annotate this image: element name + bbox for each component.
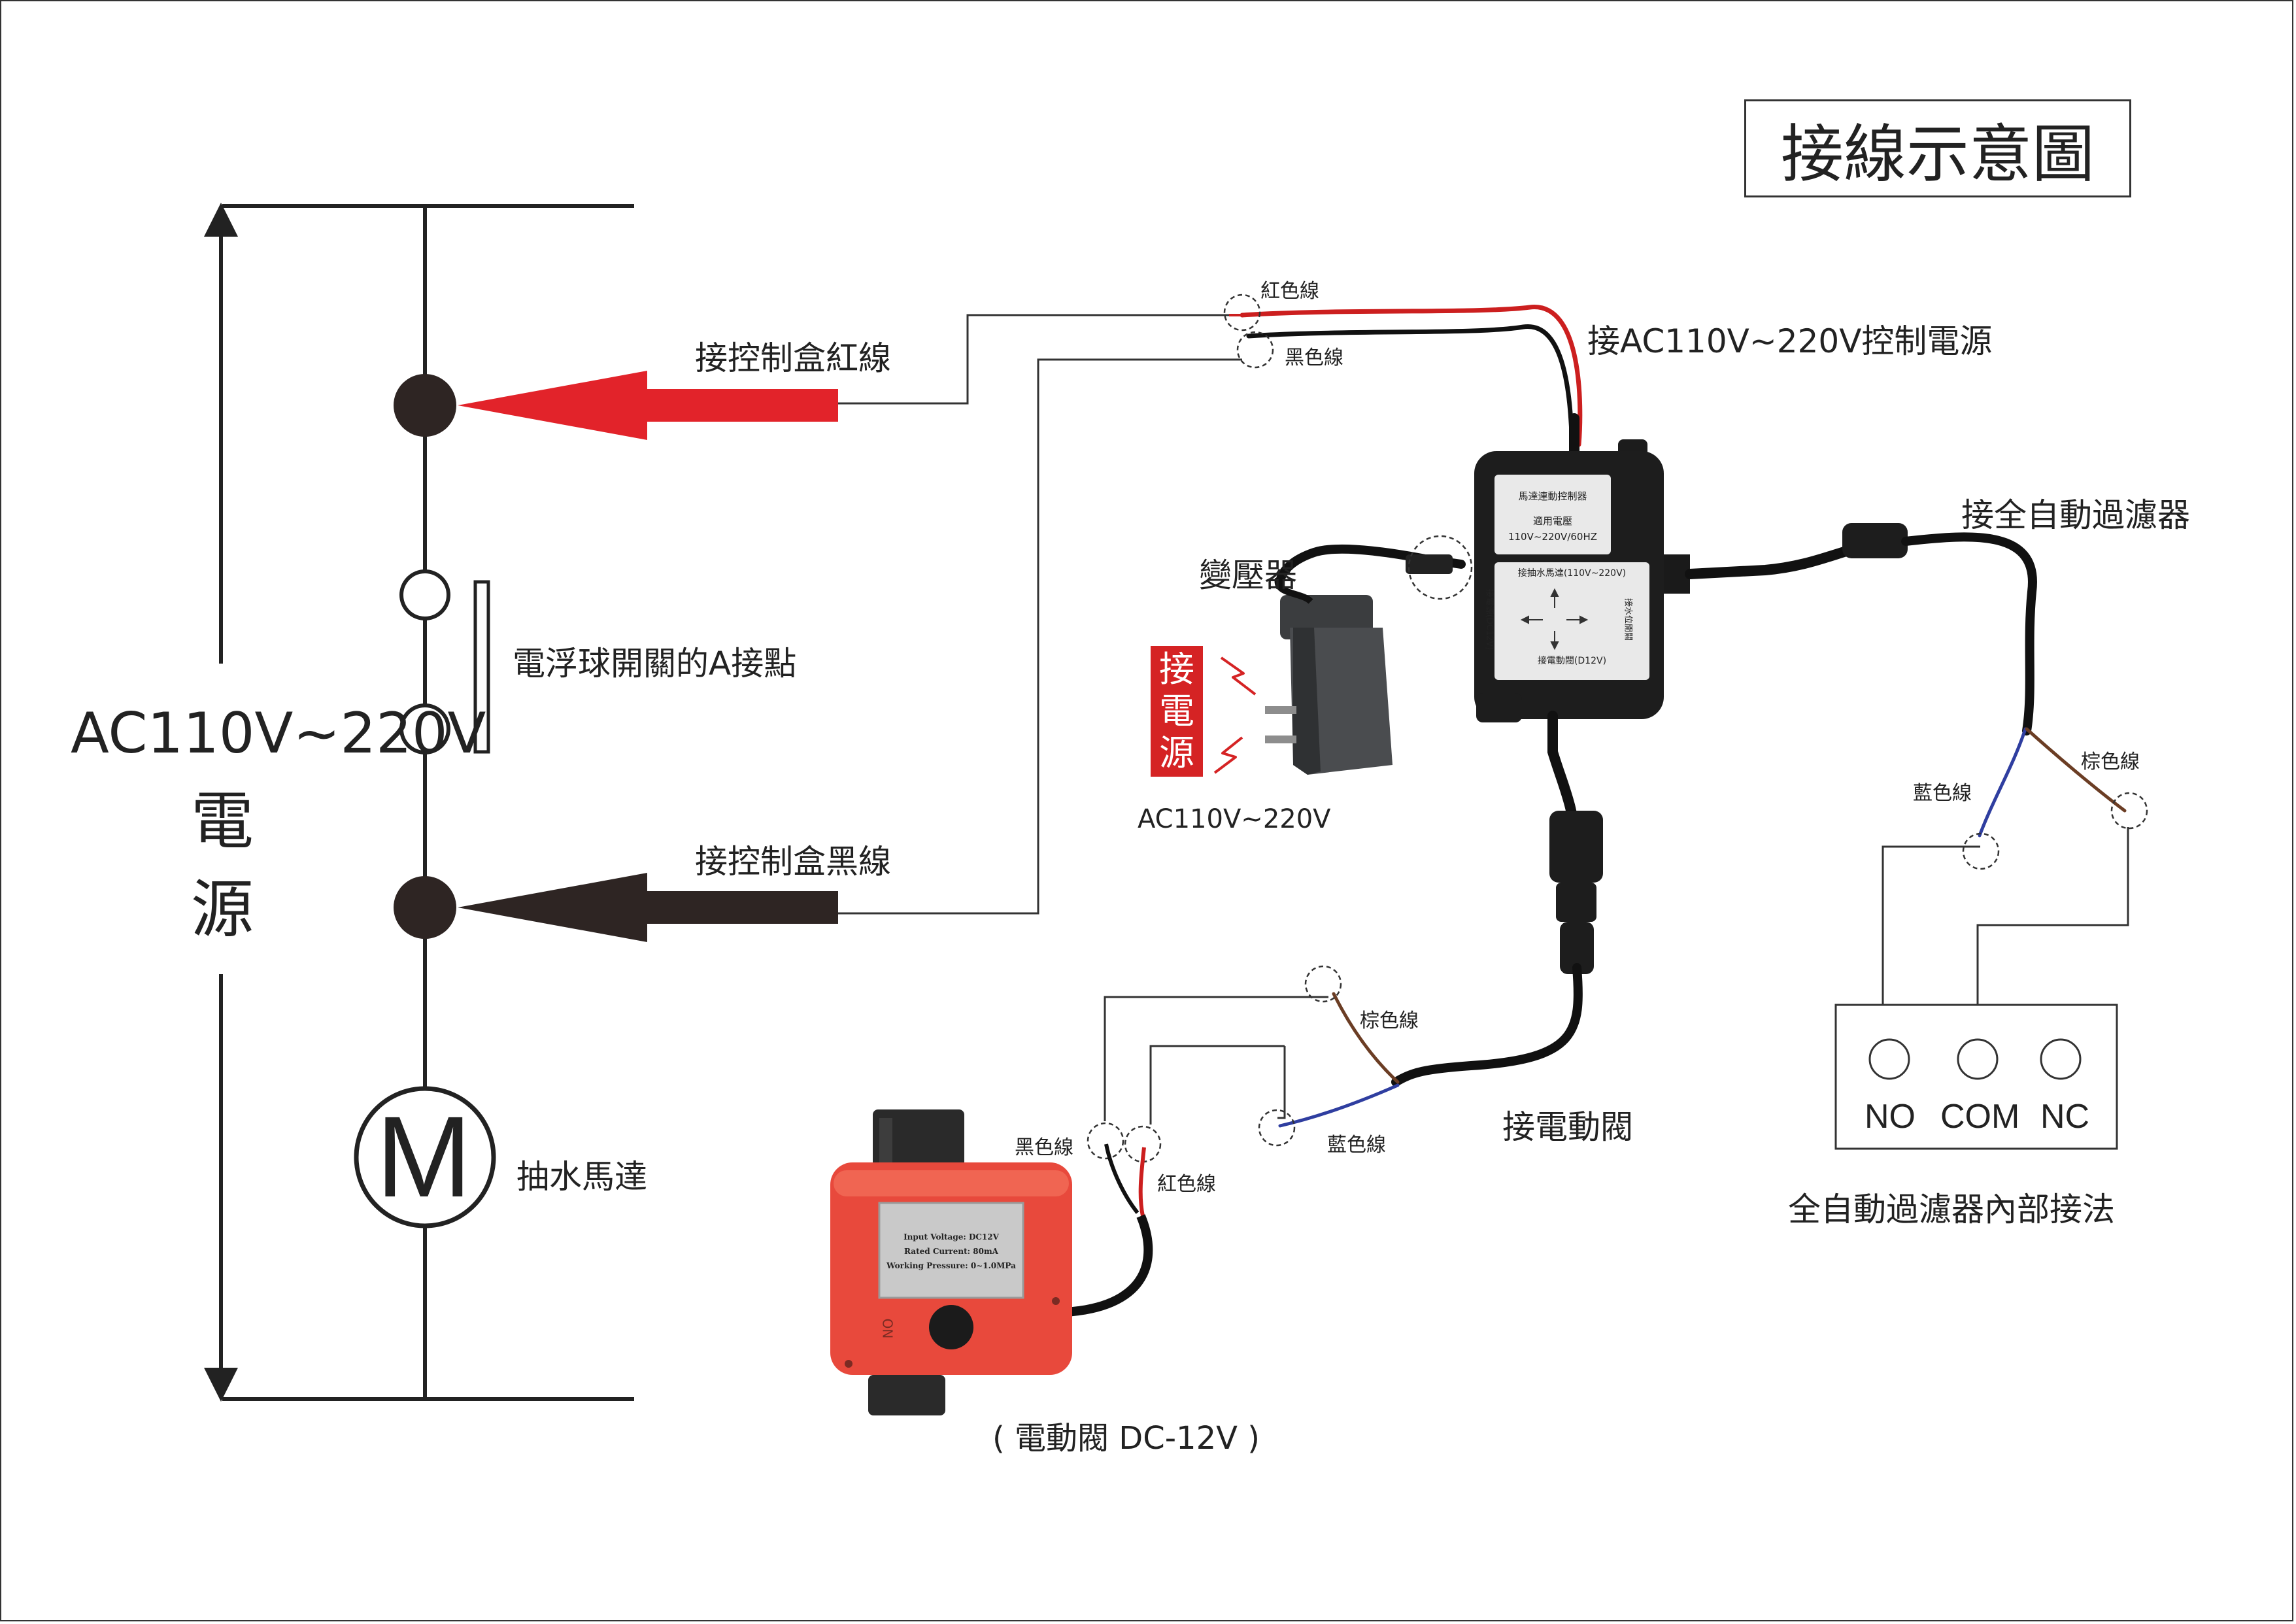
controller-valve-port: 接電動閥(D12V) bbox=[1537, 656, 1607, 666]
top-red-wire-label: 紅色線 bbox=[1260, 280, 1319, 303]
lightning-icon bbox=[1213, 656, 1257, 774]
transformer bbox=[1265, 544, 1466, 775]
dashed-markers bbox=[1087, 294, 2148, 1163]
power-char-2: 源 bbox=[191, 873, 254, 946]
black-arrow bbox=[458, 873, 838, 942]
supply-connection-label: 接AC110V~220V控制電源 bbox=[1587, 322, 1993, 360]
controller-voltage-value: 110V~220V/60HZ bbox=[1508, 531, 1598, 543]
float-switch-label: 電浮球開關的A接點 bbox=[513, 645, 797, 683]
filter-terminal-box bbox=[1834, 1004, 2118, 1150]
badge-char-1: 接 bbox=[1159, 649, 1194, 690]
valve-red-wire-label: 紅色線 bbox=[1157, 1173, 1216, 1196]
controller-power-port: 接電源(DC12V) bbox=[1484, 588, 1494, 651]
terminal-nc bbox=[2040, 1038, 2082, 1080]
motor-label: 抽水馬達 bbox=[516, 1158, 647, 1196]
red-arrow-label: 接控制盒紅線 bbox=[695, 339, 891, 377]
filter-connection-label: 接全自動過濾器 bbox=[1961, 496, 2190, 534]
motor-symbol-label: M bbox=[376, 1093, 472, 1221]
valve-brown-wire-label: 棕色線 bbox=[1360, 1009, 1419, 1032]
connection-lines bbox=[838, 314, 2129, 1125]
transformer-voltage-label: AC110V~220V bbox=[1138, 804, 1331, 834]
electric-valve bbox=[830, 1109, 1153, 1415]
junction-red bbox=[394, 374, 456, 437]
valve-connection-label: 接電動閥 bbox=[1502, 1108, 1633, 1146]
black-arrow-label: 接控制盒黑線 bbox=[695, 843, 891, 881]
controller-box bbox=[1474, 439, 1690, 722]
red-arrow bbox=[458, 371, 838, 440]
top-black-wire-label: 黑色線 bbox=[1285, 347, 1343, 369]
controller-name: 馬達連動控制器 bbox=[1518, 490, 1587, 502]
terminal-com bbox=[1957, 1038, 1999, 1080]
terminal-no-label: NO bbox=[1865, 1098, 1916, 1136]
badge-char-2: 電 bbox=[1159, 690, 1194, 732]
switch-contact-top bbox=[399, 569, 450, 620]
up-arrow-icon bbox=[204, 203, 238, 237]
filter-cable bbox=[1685, 523, 2127, 837]
junction-black bbox=[394, 876, 456, 939]
switch-contact-bottom bbox=[399, 703, 450, 754]
terminal-nc-label: NC bbox=[2040, 1098, 2090, 1136]
valve-cable bbox=[1278, 711, 1603, 1128]
valve-black-wire-label: 黑色線 bbox=[1015, 1136, 1073, 1159]
supply-cable bbox=[1240, 305, 1583, 466]
power-badge: 接 電 源 bbox=[1151, 646, 1203, 777]
filter-brown-wire-label: 棕色線 bbox=[2081, 751, 2140, 773]
switch-bar bbox=[473, 580, 490, 754]
down-arrow-icon bbox=[204, 1368, 238, 1402]
terminal-no bbox=[1868, 1038, 1910, 1080]
controller-voltage-title: 適用電壓 bbox=[1532, 515, 1572, 527]
valve-caption: ( 電動閥 DC-12V ) bbox=[992, 1420, 1260, 1457]
controller-pump-port: 接抽水馬達(110V~220V) bbox=[1517, 568, 1627, 579]
diagram-title: 接線示意圖 bbox=[1744, 99, 2131, 197]
transformer-label: 變壓器 bbox=[1199, 556, 1297, 594]
power-char-1: 電 bbox=[191, 785, 254, 858]
badge-char-3: 源 bbox=[1159, 732, 1194, 773]
supply-voltage-label: AC110V~220V bbox=[71, 701, 486, 766]
valve-plate-line1: Input Voltage: DC12V bbox=[903, 1232, 999, 1242]
terminal-com-label: COM bbox=[1940, 1098, 2020, 1136]
valve-plate-line2: Rated Current: 80mA bbox=[904, 1247, 998, 1256]
valve-on-label: ON bbox=[879, 1318, 896, 1339]
valve-blue-wire-label: 藍色線 bbox=[1327, 1134, 1386, 1157]
filter-blue-wire-label: 藍色線 bbox=[1913, 782, 1972, 805]
filter-wiring-caption: 全自動過濾器內部接法 bbox=[1788, 1191, 2115, 1228]
valve-plate-line3: Working Pressure: 0~1.0MPa bbox=[886, 1261, 1016, 1270]
motor-symbol bbox=[354, 1086, 496, 1228]
controller-level-port: 接水位開關 bbox=[1623, 598, 1633, 641]
